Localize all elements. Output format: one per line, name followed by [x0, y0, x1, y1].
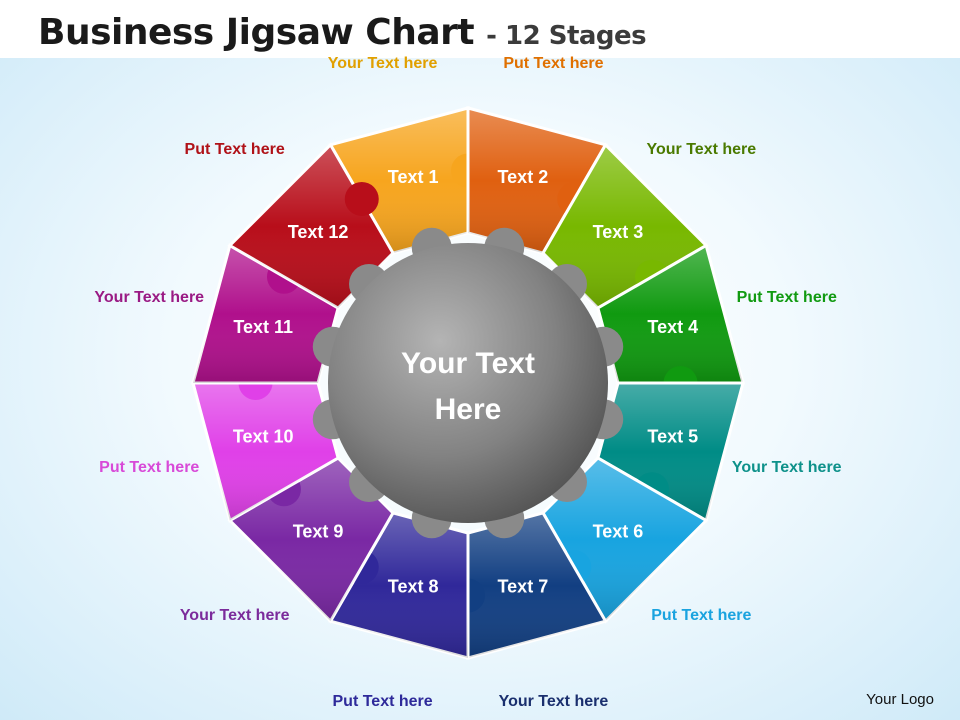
- outer-label-1: Your Text here: [327, 55, 438, 73]
- outer-label-9: Your Text here: [179, 607, 290, 625]
- logo-text: Your Logo: [866, 691, 934, 708]
- piece-label-4: Text 4: [647, 317, 698, 337]
- jigsaw-piece-shine-11: [193, 245, 339, 383]
- piece-label-10: Text 10: [233, 427, 294, 447]
- outer-label-8: Put Text here: [332, 692, 433, 710]
- outer-label-6: Put Text here: [651, 607, 752, 625]
- jigsaw-piece-shine-4: [597, 245, 743, 383]
- jigsaw-piece-shine-10: [193, 383, 339, 521]
- outer-label-12: Put Text here: [184, 140, 285, 158]
- outer-label-11: Your Text here: [94, 288, 205, 306]
- jigsaw-piece-shine-7: [468, 512, 606, 658]
- jigsaw-piece-shine-1: [330, 108, 468, 254]
- piece-label-3: Text 3: [593, 222, 644, 242]
- piece-label-2: Text 2: [498, 167, 549, 187]
- center-text-line-1: Your Text: [401, 347, 535, 380]
- outer-label-2: Put Text here: [503, 55, 604, 73]
- center-text-line-2: Here: [435, 393, 502, 426]
- jigsaw-piece-shine-8: [330, 512, 468, 658]
- outer-label-10: Put Text here: [99, 459, 200, 477]
- piece-label-8: Text 8: [388, 577, 439, 597]
- outer-label-3: Your Text here: [646, 140, 757, 158]
- outer-label-4: Put Text here: [736, 288, 837, 306]
- piece-label-9: Text 9: [293, 522, 344, 542]
- piece-label-11: Text 11: [233, 317, 293, 337]
- page-subtitle: - 12 Stages: [486, 21, 647, 51]
- piece-label-1: Text 1: [388, 167, 439, 187]
- outer-label-5: Your Text here: [731, 459, 842, 477]
- page-title: Business Jigsaw Chart - 12 Stages: [38, 12, 647, 53]
- piece-label-5: Text 5: [647, 427, 698, 447]
- outer-label-7: Your Text here: [498, 692, 609, 710]
- jigsaw-piece-shine-2: [468, 108, 606, 254]
- puzzle-knob-12: [344, 181, 379, 216]
- piece-label-6: Text 6: [593, 522, 644, 542]
- jigsaw-piece-shine-5: [597, 383, 743, 521]
- piece-label-7: Text 7: [498, 577, 549, 597]
- piece-label-12: Text 12: [288, 222, 349, 242]
- center-gear: [328, 243, 608, 523]
